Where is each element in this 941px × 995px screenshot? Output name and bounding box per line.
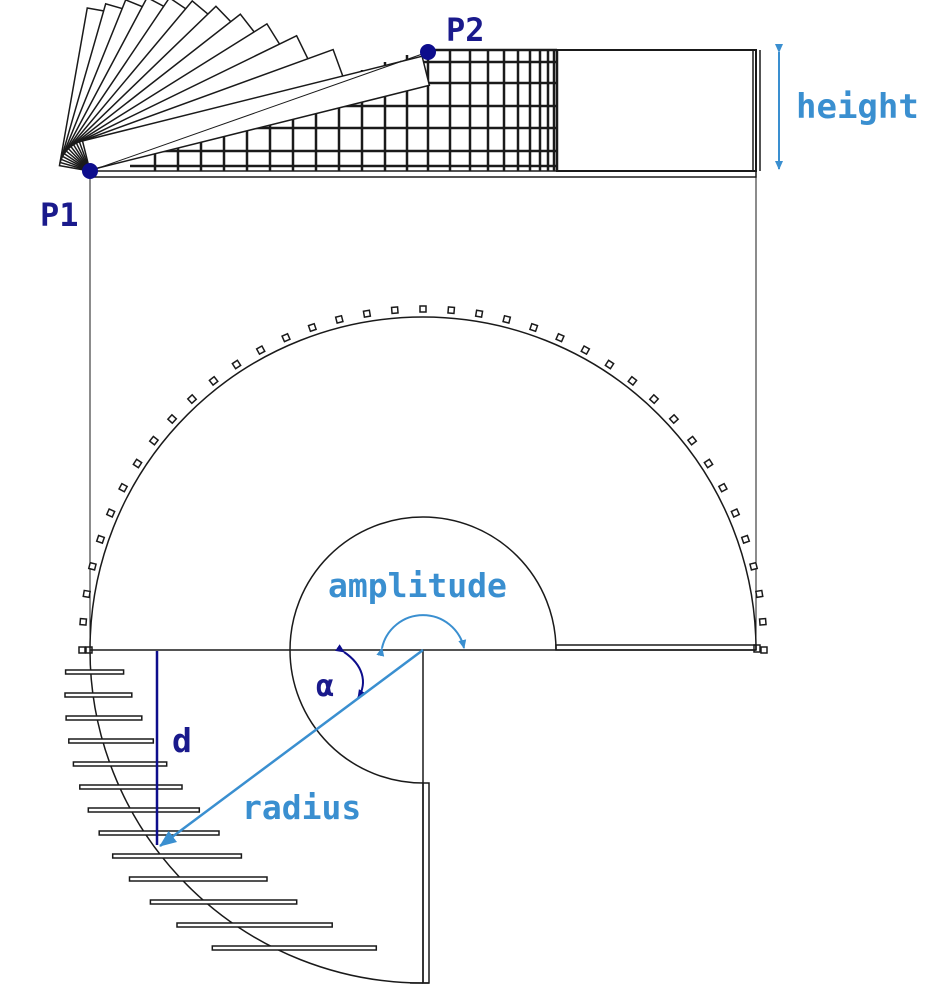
outer-arc-lower [89,649,424,984]
tread-line [79,784,183,790]
amplitude-annotation: amplitude [328,566,507,657]
tread-tick [668,413,680,425]
tread-tick [166,413,178,425]
tread-tick [281,332,291,343]
tread-tick [132,458,143,469]
height-dimension: height [775,44,919,170]
tread-tick [740,534,751,545]
tread-tick [118,482,129,493]
tread-line [176,922,333,928]
tread-tick [95,534,106,545]
tread-line [68,738,155,744]
tread-tick [754,589,764,599]
tread-tick [749,561,759,571]
alpha-annotation: α [316,644,366,704]
tread-tick [703,458,714,469]
tread-tick [362,309,372,319]
tread-tick [87,561,97,571]
p1-label: P1 [40,196,79,234]
outer-arc-upper [89,316,757,651]
tread-tick [334,314,344,324]
tread-tick [78,646,86,654]
tread-line [128,876,268,882]
tread-tick [528,322,539,333]
radius-label: radius [242,788,361,827]
tread-tick [686,435,698,446]
inner-arc-upper [289,516,557,651]
tread-tick [82,589,92,599]
tread-tick [474,309,484,319]
d-label: d [172,721,192,760]
tread-tick [717,482,728,493]
tread-tick [555,332,565,343]
tread-tick [580,345,591,356]
tread-tick [255,345,266,356]
tread-tick [148,435,160,446]
tread-tick [390,306,399,315]
tread-tick [231,359,242,370]
tread-ticks [78,305,768,654]
tread-tick [604,359,615,370]
tread-tick [307,322,318,333]
radius-annotation: radius [159,648,424,848]
tread-line [64,669,125,675]
tread-tick [627,375,638,387]
tread-tick [648,393,660,405]
elevation-landing [556,49,757,172]
tread-line [65,715,143,721]
height-label: height [796,87,919,127]
amplitude-label: amplitude [328,566,507,605]
alpha-label: α [316,669,334,704]
tread-tick [447,306,456,315]
tread-tick [186,393,198,405]
projection-lines [89,177,757,650]
elevation-fan [58,0,431,172]
elevation-view [58,0,761,178]
tread-tick [419,305,427,313]
tread-tick [105,508,116,518]
point-p1 [82,163,98,179]
tread-line [87,807,201,813]
point-p2 [420,44,436,60]
tread-tick [758,617,767,626]
tread-line [111,853,243,859]
tread-tick [79,617,88,626]
tread-line [64,692,133,698]
tread-line [72,761,168,767]
d-annotation: d [155,651,192,845]
tread-tick [760,646,768,654]
p2-label: P2 [446,11,485,49]
tread-line [211,945,378,951]
tread-tick [730,508,741,518]
tread-line [98,830,220,836]
tread-tick [208,375,219,387]
inner-arc-lower [289,649,424,784]
tread-tick [502,314,512,324]
tread-line [149,899,298,905]
tread-lines [64,669,378,951]
